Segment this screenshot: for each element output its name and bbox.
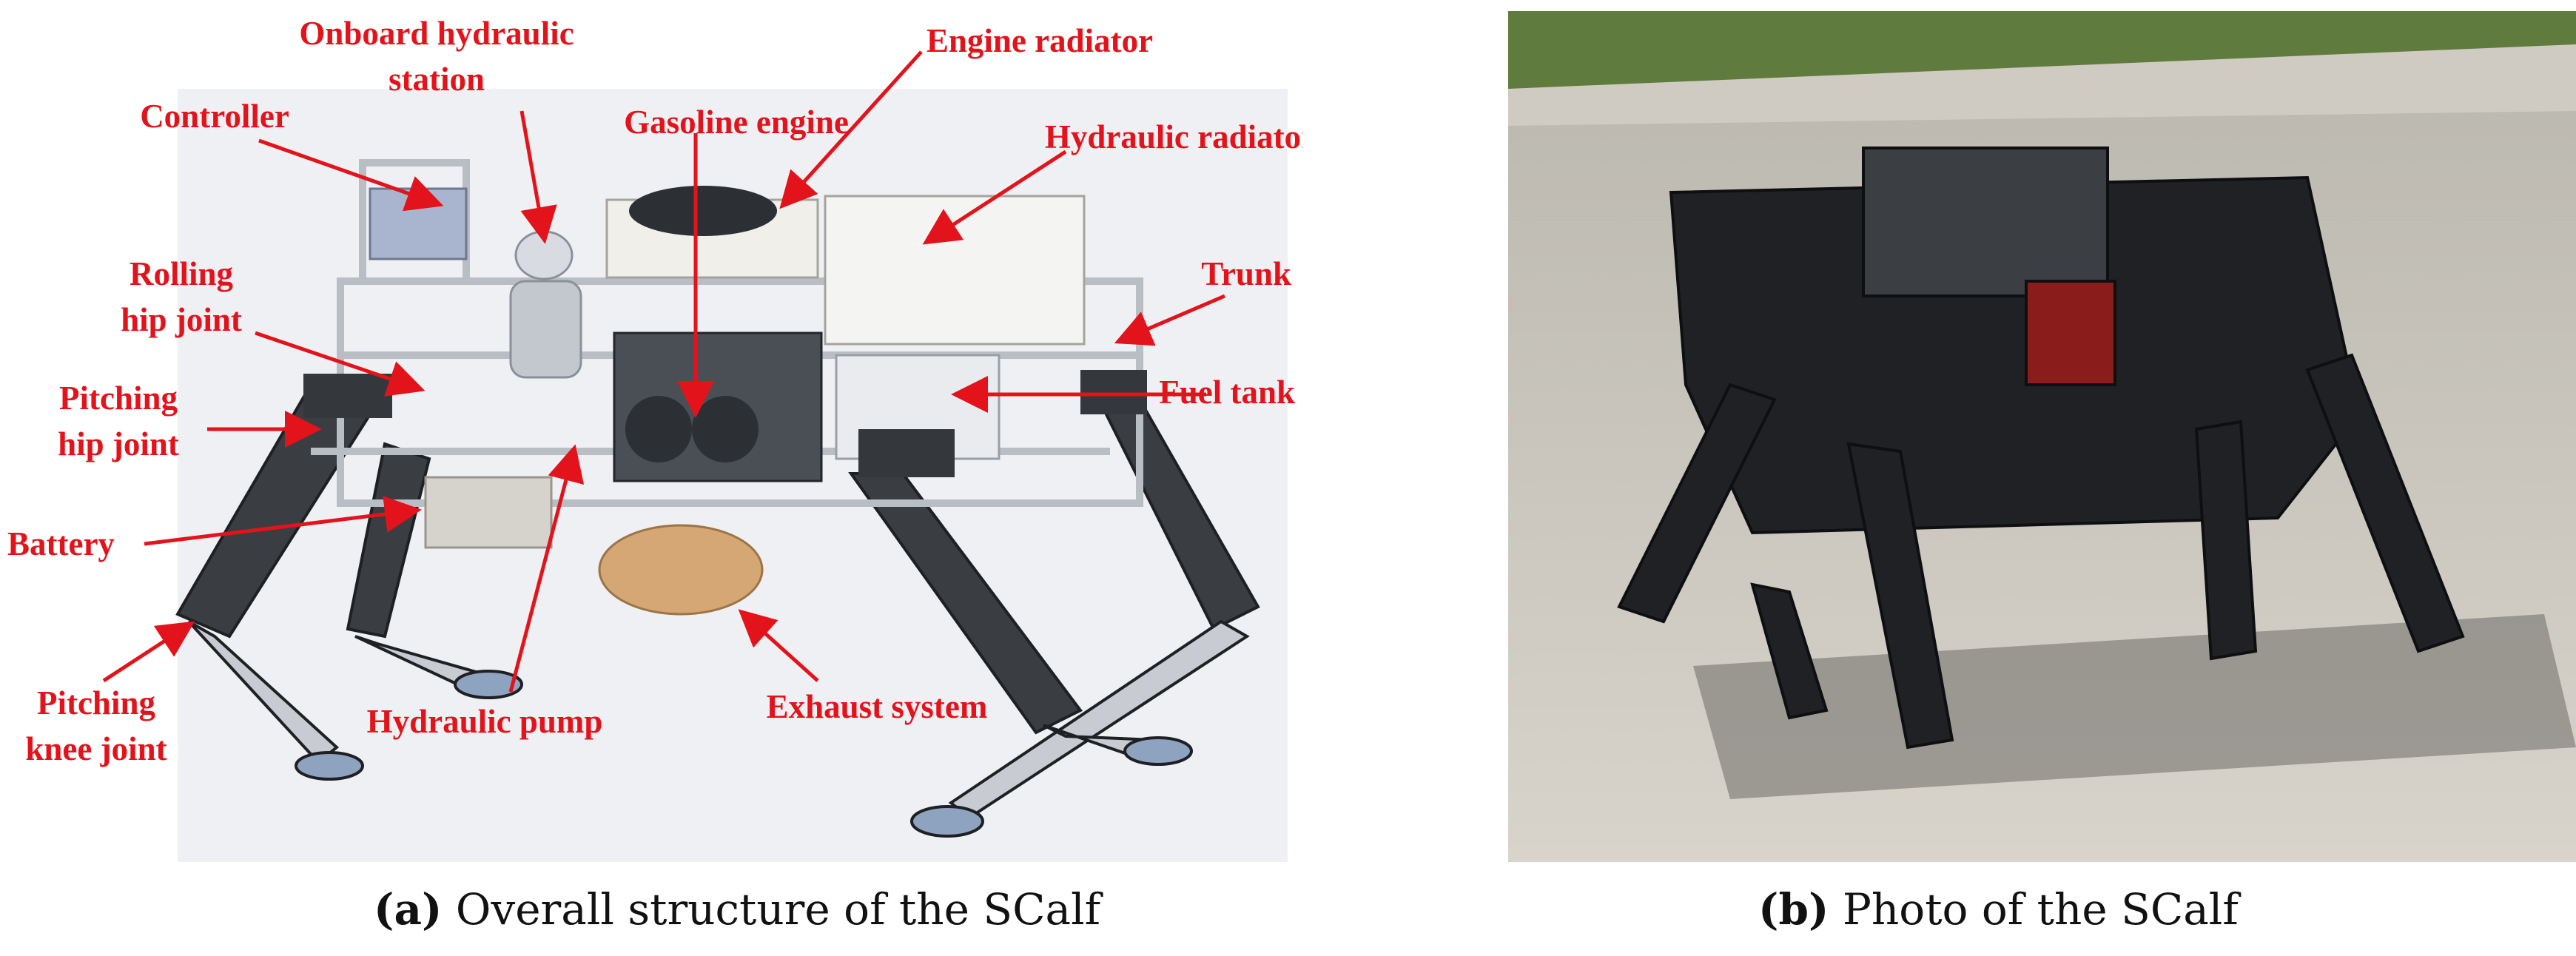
label-rolling-hip-joint-line2: hip joint (121, 301, 242, 338)
label-hydraulic-pump: Hydraulic pump (367, 703, 603, 740)
arrow-trunk (1114, 294, 1225, 346)
leg (1846, 442, 1954, 750)
arrow-exhaust-system (738, 609, 819, 682)
leg (2305, 353, 2465, 653)
leg (2194, 420, 2258, 661)
label-engine-radiator: Engine radiator (927, 22, 1153, 59)
caption-b-tag: (b) (1758, 884, 1829, 935)
panel-a-cad-diagram: Onboard hydraulic station Engine radiato… (7, 15, 1302, 935)
robot-photo (1508, 11, 2576, 862)
label-hydraulic-radiator: Hydraulic radiator (1045, 118, 1302, 155)
arrow-battery (144, 496, 422, 546)
foot (295, 751, 364, 781)
robot-legs (175, 383, 1260, 838)
engine-assembly (1862, 147, 2109, 297)
arrow-pitching-knee-joint (102, 621, 195, 683)
caption-a-tag: (a) (374, 884, 443, 935)
battery-box (424, 476, 553, 549)
caption-b: (b) Photo of the SCalf (1758, 884, 2239, 935)
cad-drawing: Onboard hydraulic station Engine radiato… (7, 15, 1302, 862)
caption-a: (a) Overall structure of the SCalf (374, 884, 1100, 935)
foot (1123, 736, 1193, 766)
controller-box (369, 187, 468, 260)
exhaust-muffler (598, 524, 764, 616)
label-pitching-knee-joint-line2: knee joint (25, 730, 167, 767)
hydraulic-radiator-box (824, 195, 1086, 346)
arrow-rolling-hip-joint (255, 331, 426, 397)
label-fuel-tank: Fuel tank (1159, 374, 1295, 411)
label-pitching-hip-joint-line2: hip joint (58, 425, 179, 462)
red-component (2025, 280, 2116, 386)
label-rolling-hip-joint-line1: Rolling (130, 255, 234, 292)
label-pitching-hip-joint-line1: Pitching (59, 380, 178, 417)
arrow-onboard-hydraulic-station (519, 110, 557, 244)
foot (910, 805, 984, 838)
label-onboard-hydraulic-station-line2: station (389, 61, 485, 98)
label-controller: Controller (140, 98, 289, 135)
radiator-fan (629, 186, 777, 236)
label-battery: Battery (7, 525, 115, 562)
label-gasoline-engine: Gasoline engine (624, 104, 849, 141)
label-pitching-knee-joint-line1: Pitching (37, 684, 156, 721)
hip-joint-block (1080, 370, 1147, 414)
pitching-hip-joint-block (303, 374, 392, 418)
arrow-hydraulic-pump (508, 444, 585, 693)
label-trunk: Trunk (1201, 255, 1291, 292)
hip-joint-block (858, 429, 955, 477)
callout-arrows (102, 50, 1225, 693)
label-onboard-hydraulic-station-line1: Onboard hydraulic (299, 15, 574, 52)
robot-in-photo (1617, 147, 2465, 750)
front-left-shank (187, 620, 340, 764)
leg (1617, 383, 1777, 624)
engine-pulley (625, 396, 692, 462)
hydraulic-station (514, 230, 574, 280)
label-exhaust-system: Exhaust system (767, 688, 988, 725)
arrow-hydraulic-radiator (922, 149, 1067, 245)
caption-a-text: Overall structure of the SCalf (442, 884, 1101, 935)
robot-body (1669, 175, 2361, 535)
arrow-controller (258, 138, 444, 212)
engine-pulley (692, 396, 759, 462)
callout-labels: Onboard hydraulic station Engine radiato… (7, 15, 1302, 767)
arrow-engine-radiator (779, 50, 923, 209)
caption-b-text: Photo of the SCalf (1829, 884, 2239, 935)
foot (454, 670, 523, 699)
panel-b-photo: (b) Photo of the SCalf (1508, 0, 2576, 956)
leg (1750, 582, 1829, 720)
hydraulic-accumulator (509, 280, 582, 379)
curb (1508, 44, 2576, 126)
